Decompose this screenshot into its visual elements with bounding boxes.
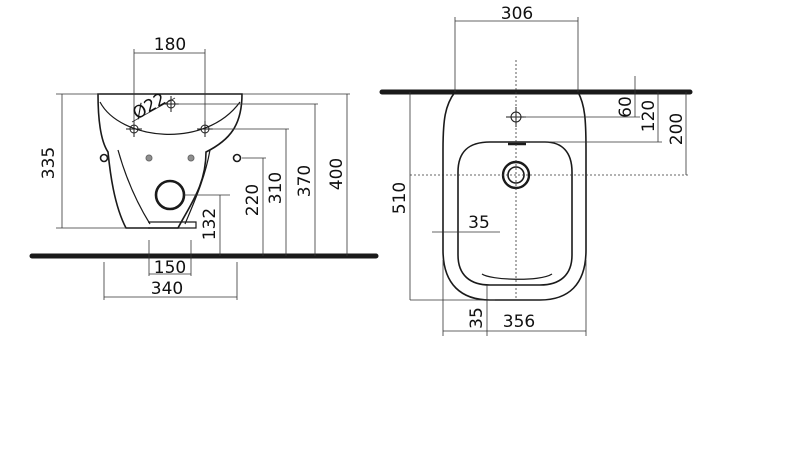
dim-height-370: 370 <box>295 165 315 197</box>
bidet-inner-bowl <box>457 141 573 286</box>
rim-detail <box>481 273 553 280</box>
dim-depth-total: 510 <box>390 182 410 214</box>
dim-inner-offset-35: 35 <box>468 213 490 233</box>
dim-waste-height: 132 <box>200 208 220 240</box>
dim-fixing-width-bottom: 150 <box>154 258 186 278</box>
fixing-bolt-left <box>145 154 153 162</box>
wall-anchor-right <box>232 153 242 163</box>
front-view-dimension-lines <box>56 49 350 300</box>
bowl-foot <box>148 221 197 229</box>
dim-height-220: 220 <box>243 184 263 216</box>
plan-view-dimension-lines <box>409 17 690 336</box>
dim-width-fixing-top: 180 <box>154 35 186 55</box>
dim-height-310: 310 <box>266 172 286 204</box>
bowl-inner-curve <box>99 101 241 135</box>
bowl-neck-line <box>117 149 211 225</box>
dim-width-top: 306 <box>501 4 533 24</box>
plan-view <box>379 89 693 301</box>
dim-width-total: 356 <box>503 312 535 332</box>
bidet-outer-outline <box>442 91 587 301</box>
fixing-bolt-right <box>187 154 195 162</box>
front-view-labels: 180 Ø22 335 150 340 132 220 310 370 400 <box>39 35 347 299</box>
dim-width-bottom: 340 <box>151 279 183 299</box>
dim-depth-200: 200 <box>667 113 687 145</box>
dim-depth-60: 60 <box>616 96 636 118</box>
dim-height-total: 335 <box>39 147 59 179</box>
dim-edge-offset-35: 35 <box>467 307 487 329</box>
plan-view-labels: 306 60 120 200 510 35 35 356 <box>390 4 687 332</box>
dim-height-400: 400 <box>327 158 347 190</box>
dim-depth-120: 120 <box>639 100 659 132</box>
wall-anchor-left <box>99 153 109 163</box>
waste-outlet <box>154 179 186 211</box>
